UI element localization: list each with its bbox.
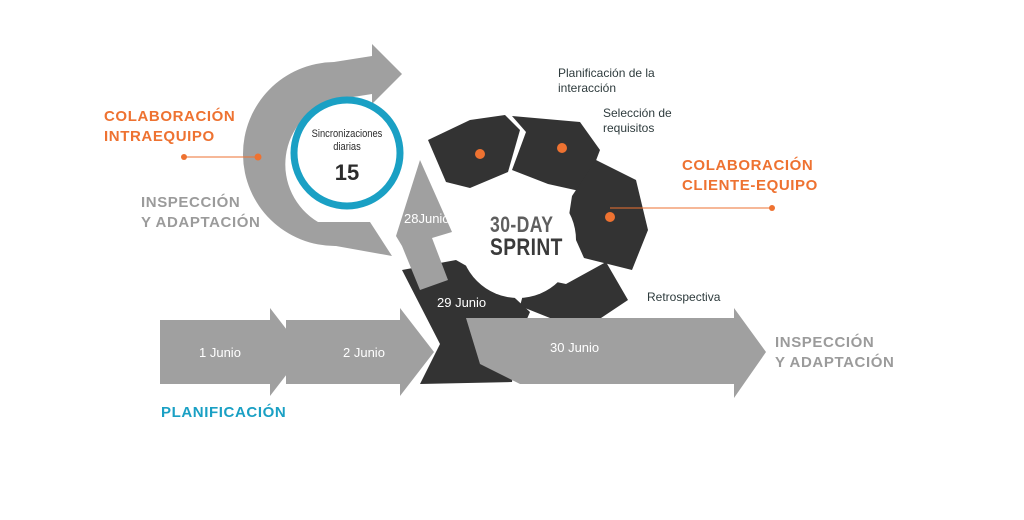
label-colaboracion-intraequipo: COLABORACIÓN INTRAEQUIPO xyxy=(104,107,235,147)
sprint-segment-top-left xyxy=(428,115,520,188)
sincronizaciones-count: 15 xyxy=(334,160,360,185)
timeline-arrow-2 xyxy=(286,308,434,396)
label-line: Planificación de la xyxy=(558,66,655,80)
label-line: COLABORACIÓN xyxy=(682,157,814,174)
arrow-28-junio xyxy=(396,160,452,290)
label-inspeccion-right: INSPECCIÓN Y ADAPTACIÓN xyxy=(775,333,894,373)
cliente-callout-dot xyxy=(769,205,775,211)
sprint-segment-top xyxy=(512,116,600,192)
label-retrospectiva: Retrospectiva xyxy=(647,290,721,304)
label-line: Y ADAPTACIÓN xyxy=(775,354,895,371)
planning-dot xyxy=(475,149,485,159)
label-line: INSPECCIÓN xyxy=(775,334,875,351)
label-planificacion-interaccion: Planificación de la interacción xyxy=(558,66,655,96)
label-line: Y ADAPTACIÓN xyxy=(141,214,261,231)
selection-dot xyxy=(557,143,567,153)
label-inspeccion-top: INSPECCIÓN Y ADAPTACIÓN xyxy=(141,193,260,233)
date-2-junio: 2 Junio xyxy=(343,345,385,360)
daily-cycle-loop-arrow xyxy=(242,44,402,256)
intraequipo-callout-dot-left xyxy=(181,154,187,160)
label-line: COLABORACIÓN xyxy=(104,108,236,125)
daily-sync-ring xyxy=(290,96,404,210)
date-29-junio: 29 Junio xyxy=(437,295,487,310)
label-line: INTRAEQUIPO xyxy=(104,128,215,145)
label-line: CLIENTE-EQUIPO xyxy=(682,177,818,194)
timeline-arrow-30 xyxy=(466,308,766,398)
label-seleccion-requisitos: Selección de requisitos xyxy=(603,106,672,136)
date-28-junio: 28Junio xyxy=(404,211,450,226)
sprint-segment-bottom-right xyxy=(520,262,628,322)
label-line: requisitos xyxy=(603,121,655,135)
date-30-junio: 30 Junio xyxy=(550,340,600,355)
intraequipo-callout-dot-right xyxy=(254,153,262,161)
label-colaboracion-cliente: COLABORACIÓN CLIENTE-EQUIPO xyxy=(682,156,818,196)
label-line: Selección de xyxy=(603,106,672,120)
sprint-title-bottom: SPRINT xyxy=(490,234,563,261)
client-dot xyxy=(605,212,615,222)
label-sincronizaciones: Sincronizaciones diarias xyxy=(300,128,394,154)
label-planificacion: PLANIFICACIÓN xyxy=(161,404,287,421)
label-line: INSPECCIÓN xyxy=(141,194,241,211)
timeline-arrow-1 xyxy=(160,308,304,396)
label-line: interacción xyxy=(558,81,617,95)
sprint-center-circle xyxy=(460,182,576,298)
label-line: diarias xyxy=(333,141,361,153)
label-line: Sincronizaciones xyxy=(311,128,383,140)
sprint-title-top: 30-DAY xyxy=(490,212,554,237)
date-1-junio: 1 Junio xyxy=(199,345,241,360)
